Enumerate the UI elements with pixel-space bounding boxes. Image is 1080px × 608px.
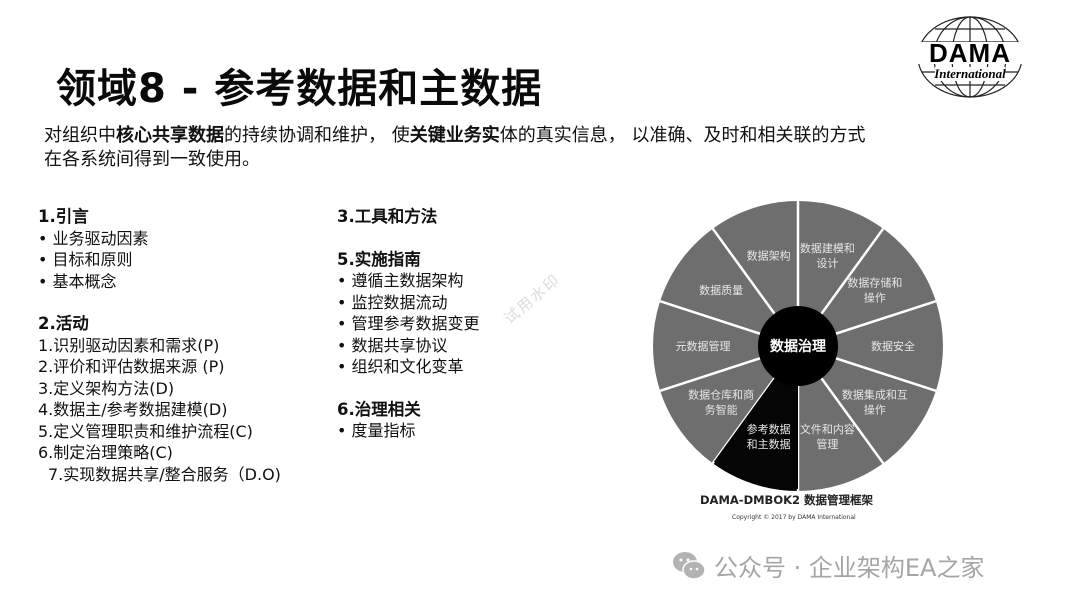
wheel-segment-label: 数据安全	[871, 339, 915, 353]
list-item: 组织和文化变革	[337, 356, 480, 378]
subtitle-emphasis: 核心共享数据	[116, 125, 224, 146]
wheel-segment	[798, 346, 884, 491]
wheel-center-label: 数据治理	[770, 338, 826, 355]
list-item: 业务驱动因素	[38, 228, 281, 250]
wheel-copyright: Copyright © 2017 by DAMA International	[732, 514, 856, 521]
section-heading: 6.治理相关	[337, 399, 421, 419]
dama-logo: DAMA International	[905, 12, 1035, 102]
list-item: 3.定义架构方法(D)	[38, 378, 175, 398]
section-heading: 3.工具和方法	[337, 207, 438, 226]
wheel-segment-label: 参考数据和主数据	[747, 422, 791, 451]
wheel-segment	[798, 201, 884, 346]
slide-title: 领域8 - 参考数据和主数据	[56, 66, 543, 112]
list-item: 基本概念	[38, 271, 281, 293]
list-item: 6.制定治理策略(C)	[38, 443, 173, 462]
wheel-segment	[660, 346, 798, 464]
footer-text: 公众号 · 企业架构EA之家	[714, 554, 985, 582]
globe-icon: DAMA International	[910, 16, 1030, 98]
wheel-segment	[798, 346, 936, 464]
section-heading: 2.活动	[38, 314, 89, 333]
dmbok-wheel: 数据建模和设计数据存储和操作数据安全数据集成和互操作文件和内容管理参考数据和主数…	[650, 198, 946, 494]
subtitle-emphasis: 关键业务实	[409, 125, 500, 146]
list-item: 数据共享协议	[337, 335, 480, 357]
section-heading: 5.实施指南	[337, 249, 421, 269]
subtitle-text: 体的真实信息， 以准确、及时和相关联的方式	[499, 125, 866, 146]
watermark: 试用水印	[500, 270, 565, 328]
list-item: 度量指标	[337, 420, 480, 442]
wheel-segment-label: 数据集成和互操作	[842, 387, 908, 416]
wechat-icon	[673, 551, 706, 580]
slide-subtitle: 对组织中核心共享数据的持续协调和维护， 使关键业务实体的真实信息， 以准确、及时…	[44, 124, 1004, 172]
wheel-segment-label: 数据建模和设计	[800, 241, 855, 270]
logo-text: DAMA	[929, 38, 1011, 68]
left-column: 1.引言 业务驱动因素 目标和原则 基本概念 2.活动 1.识别驱动因素和需求(…	[38, 206, 281, 485]
wheel-diagram: 数据建模和设计数据存储和操作数据安全数据集成和互操作文件和内容管理参考数据和主数…	[653, 201, 943, 491]
list-item: 遵循主数据架构	[337, 270, 480, 292]
footer: 公众号 · 企业架构EA之家	[672, 548, 984, 583]
wheel-segment-label: 元数据管理	[676, 339, 731, 353]
wheel-hub	[758, 306, 838, 386]
wheel-segment-label: 数据架构	[747, 249, 791, 263]
wheel-segment	[712, 201, 798, 346]
list-item: 5.定义管理职责和维护流程(C)	[38, 421, 253, 441]
wheel-segment	[653, 301, 798, 391]
list-item: 2.评价和评估数据来源 (P)	[38, 357, 225, 376]
wheel-segment	[798, 301, 943, 391]
right-column: 3.工具和方法 5.实施指南 遵循主数据架构 监控数据流动 管理参考数据变更 数…	[337, 206, 480, 442]
wheel-segment-label: 数据质量	[699, 283, 743, 297]
list-item: 管理参考数据变更	[337, 313, 480, 335]
list-item: 1.识别驱动因素和需求(P)	[38, 335, 220, 355]
subtitle-text: 对组织中	[44, 125, 116, 146]
wheel-segment	[660, 228, 798, 346]
wheel-segment-label: 数据存储和操作	[847, 276, 902, 305]
wheel-caption: DAMA-DMBOK2 数据管理框架	[700, 493, 874, 507]
list-item: 目标和原则	[38, 249, 281, 271]
subtitle-text: 在各系统间得到一致使用。	[44, 149, 260, 170]
wheel-segment	[798, 228, 936, 346]
list-item: 4.数据主/参考数据建模(D)	[38, 400, 228, 419]
list-item: 7.实现数据共享/整合服务（D.O)	[48, 464, 281, 484]
subtitle-text: 的持续协调和维护， 使	[224, 125, 410, 146]
wheel-segment-label: 文件和内容管理	[800, 422, 855, 451]
list-item: 监控数据流动	[337, 292, 480, 314]
section-heading: 1.引言	[38, 207, 89, 226]
logo-subtext: International	[933, 66, 1006, 81]
wheel-segment-label: 数据仓库和商务智能	[688, 387, 754, 416]
